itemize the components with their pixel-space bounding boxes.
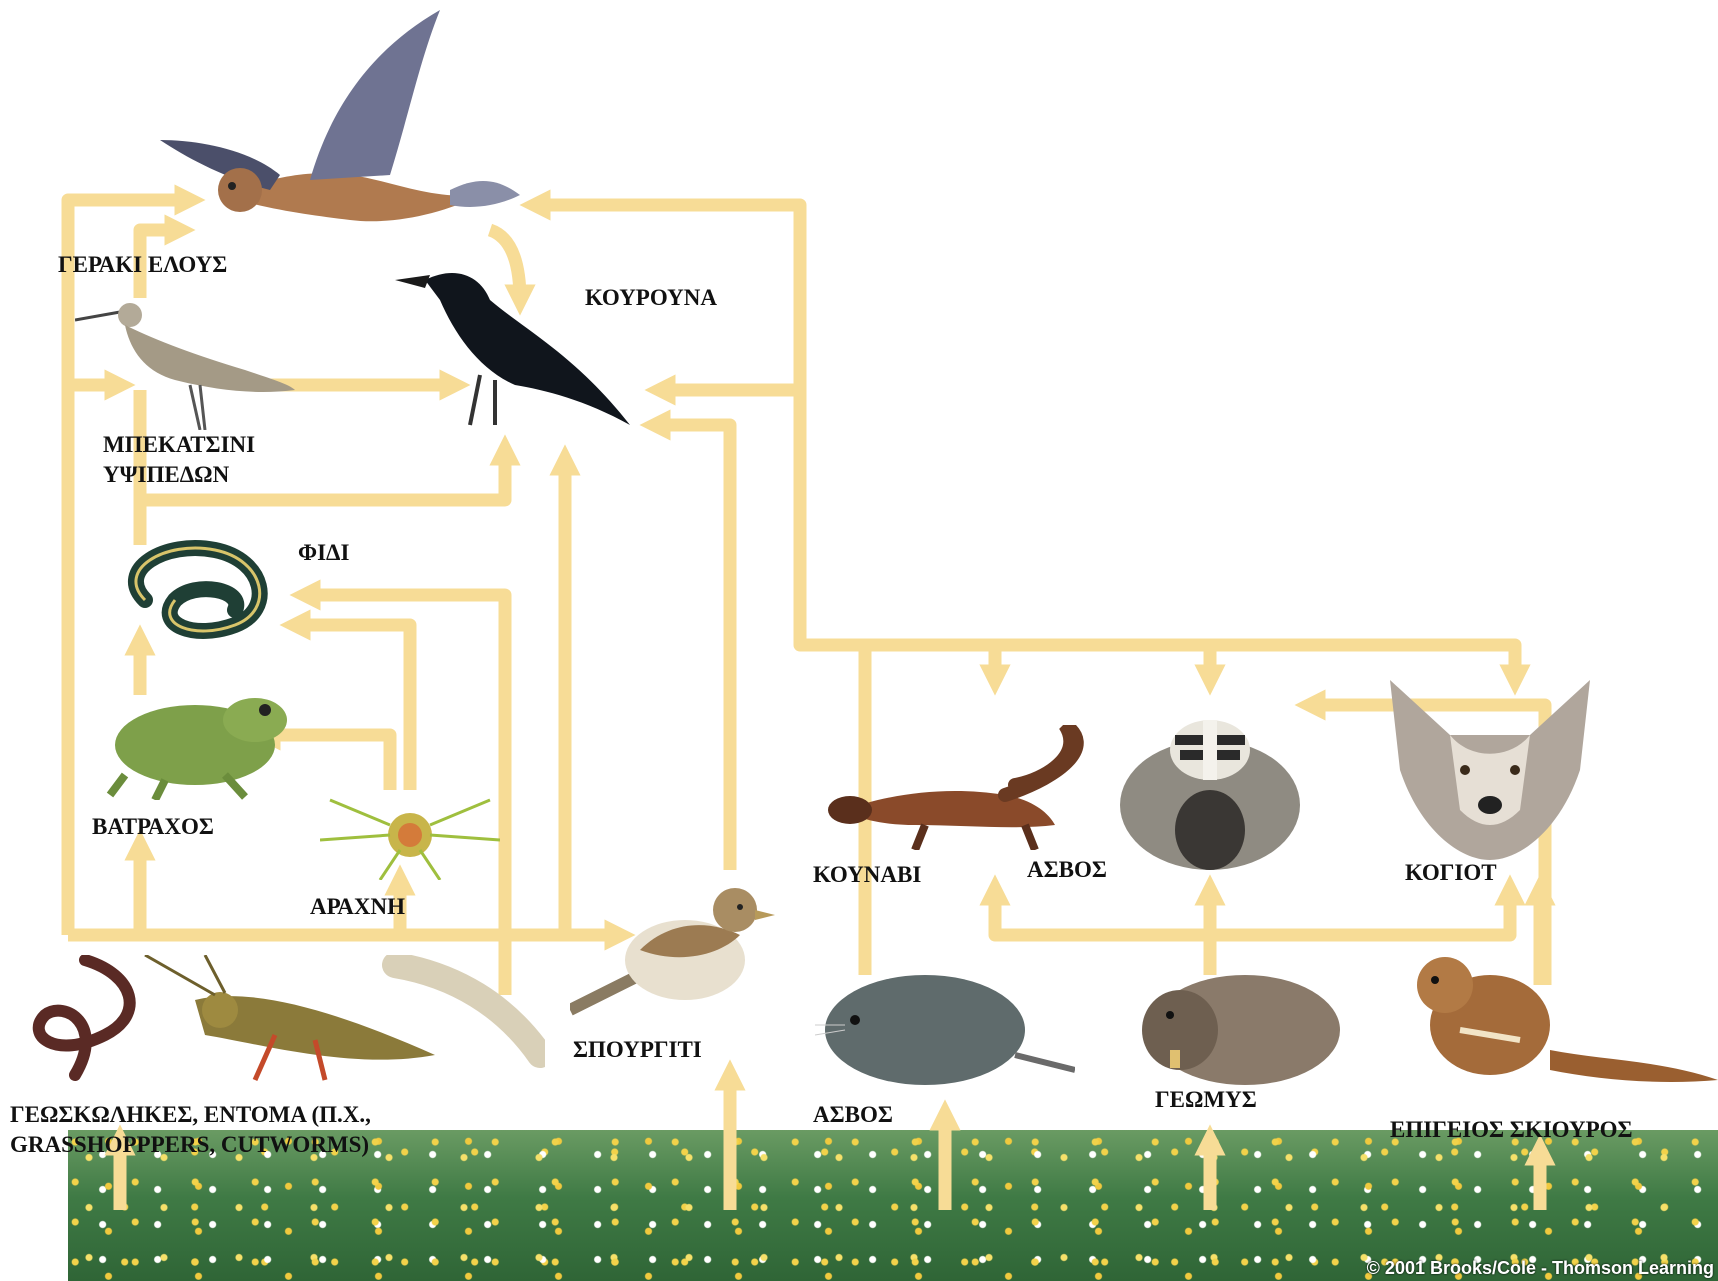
label-badger: ΑΣΒΟΣ (1027, 855, 1107, 885)
label-vole: ΑΣΒΟΣ (813, 1100, 893, 1130)
frog-image (105, 675, 290, 800)
label-sparrow: ΣΠΟΥΡΓΙΤΙ (573, 1035, 702, 1065)
snake-image (115, 530, 290, 650)
label-frog: ΒΑΤΡΑΧΟΣ (92, 812, 214, 842)
weasel-image (825, 725, 1095, 850)
gopher-image (1130, 970, 1340, 1090)
arrow-sparrow-to-crow (655, 425, 730, 870)
vole-image (815, 970, 1075, 1095)
label-coyote: ΚΟΓΙΟΤ (1405, 858, 1497, 888)
arrow-gopher-to-coyote (1210, 890, 1510, 935)
label-sandpiper-line1: ΜΠΕΚΑΤΣΙΝΙ (103, 430, 255, 460)
label-spider: ΑΡΑΧΝΗ (310, 892, 405, 922)
label-insects-line1: ΓΕΩΣΚΩΛΗΚΕΣ, ΕΝΤΟΜΑ (Π.Χ., (10, 1100, 371, 1130)
arrow-gopher-to-weasel (995, 890, 1210, 935)
badger-image (1115, 710, 1305, 870)
arrow-to-coyote (800, 645, 1515, 680)
harrier-image (160, 0, 520, 250)
insects-image (15, 955, 545, 1090)
label-sandpiper-line2: ΥΨΙΠΕΔΩΝ (103, 460, 229, 490)
coyote-image (1380, 680, 1600, 860)
sparrow-image (570, 880, 785, 1020)
label-weasel: ΚΟΥΝΑΒΙ (813, 860, 921, 890)
label-crow: ΚΟΥΡΟΥΝΑ (585, 283, 717, 313)
label-gopher: ΓΕΩΜΥΣ (1155, 1085, 1257, 1115)
label-snake: ΦΙΔΙ (298, 538, 349, 568)
label-insects-line2: GRASSHOPPPERS, CUTWORMS) (10, 1130, 369, 1160)
label-ground-squirrel: ΕΠΙΓΕΙΟΣ ΣΚΙΟΥΡΟΣ (1390, 1115, 1633, 1145)
sandpiper-image (75, 300, 295, 430)
spider-image (320, 780, 500, 880)
label-harrier: ΓΕΡΑΚΙ ΕΛΟΥΣ (58, 250, 227, 280)
ground-squirrel-image (1400, 950, 1718, 1095)
